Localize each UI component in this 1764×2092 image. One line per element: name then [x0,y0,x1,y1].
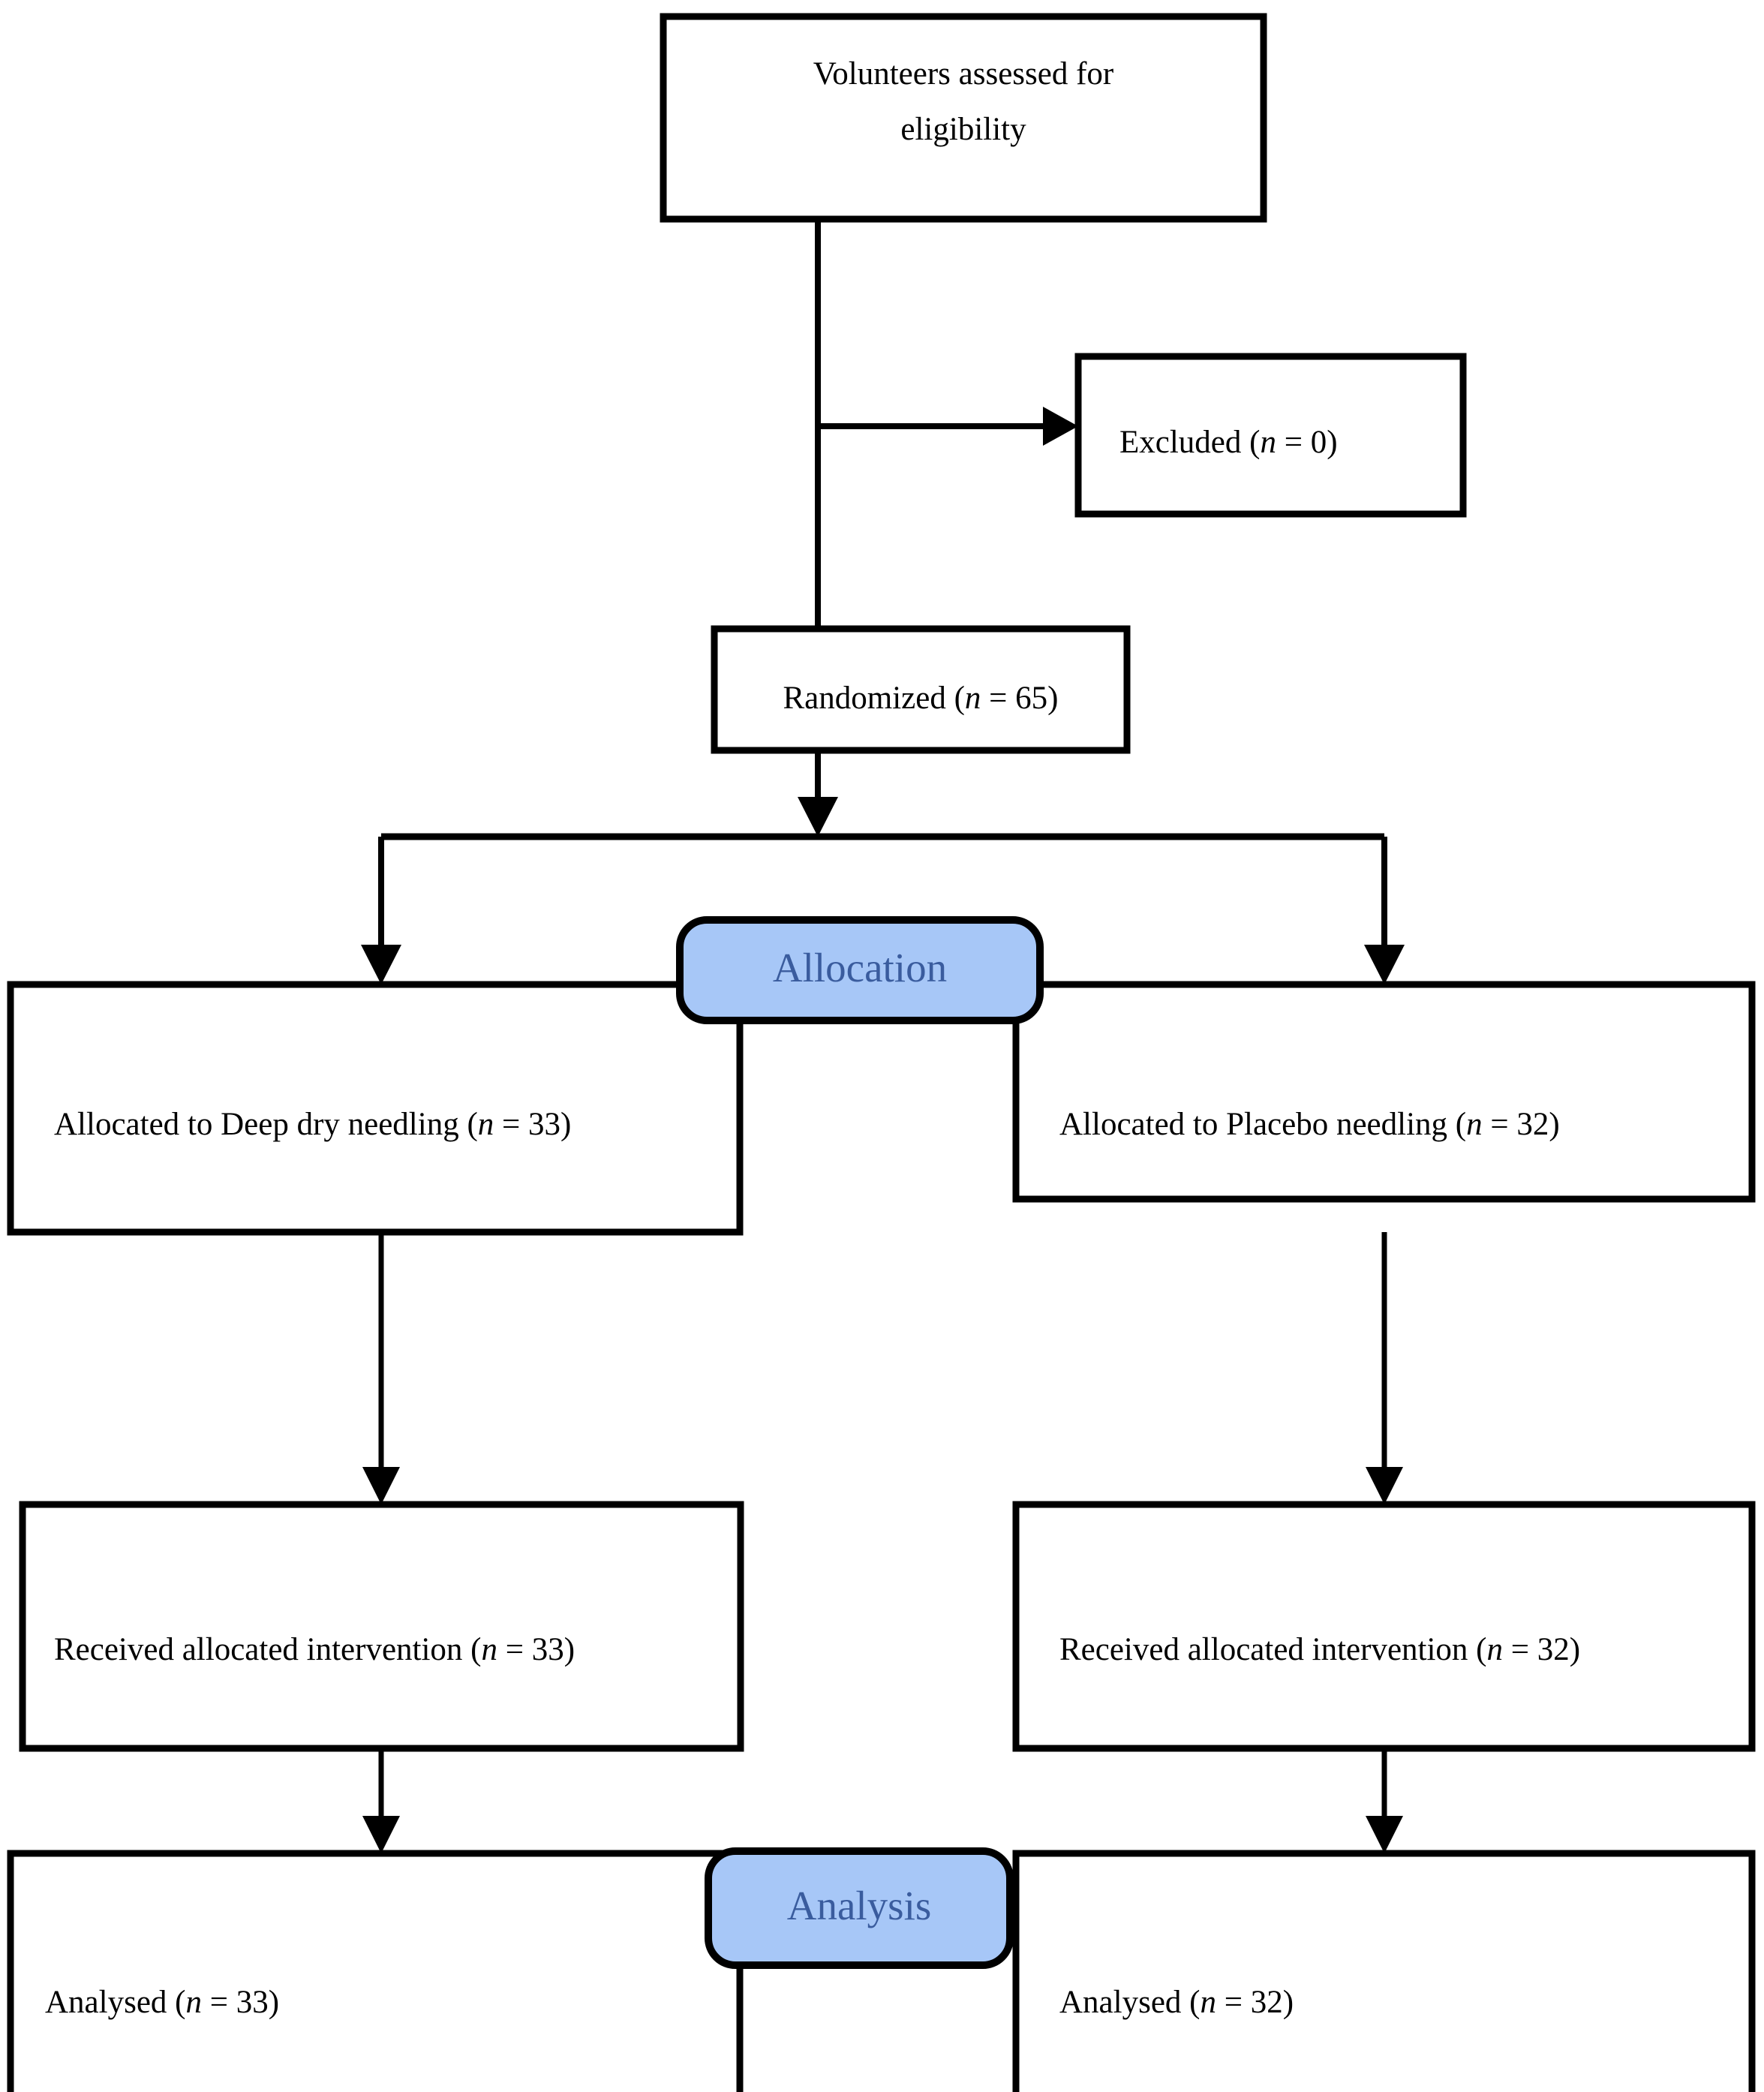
arrowhead-to-allocated-right [1364,945,1405,984]
connector-group [361,219,1405,1853]
node-box-enrollment [660,13,1267,223]
node-box-analysed-right [1012,1850,1756,2092]
arrowhead-to-received-right [1366,1467,1403,1504]
node-box-received-right [1012,1501,1756,1752]
stage-badge-allocation [676,916,1044,1024]
arrowhead-to-analysed-right [1366,1816,1403,1853]
arrowhead-to-allocated-left [361,945,401,984]
stage-label-analysis: Analysis [786,1883,932,1928]
arrowhead-to-received-left [362,1467,400,1504]
node-box-randomized [711,625,1131,754]
node-box-received-left [19,1501,744,1752]
arrowhead-to-excluded [1043,407,1078,446]
node-box-allocated-right [1012,981,1756,1203]
arrowhead-randomized-split [798,797,838,837]
stage-label-allocation: Allocation [772,945,948,990]
node-box-excluded [1074,353,1467,518]
node-box-allocated-left [7,981,744,1236]
node-box-analysed-left [7,1850,744,2092]
stage-badge-analysis [705,1847,1014,1969]
arrowhead-to-analysed-left [362,1816,400,1853]
